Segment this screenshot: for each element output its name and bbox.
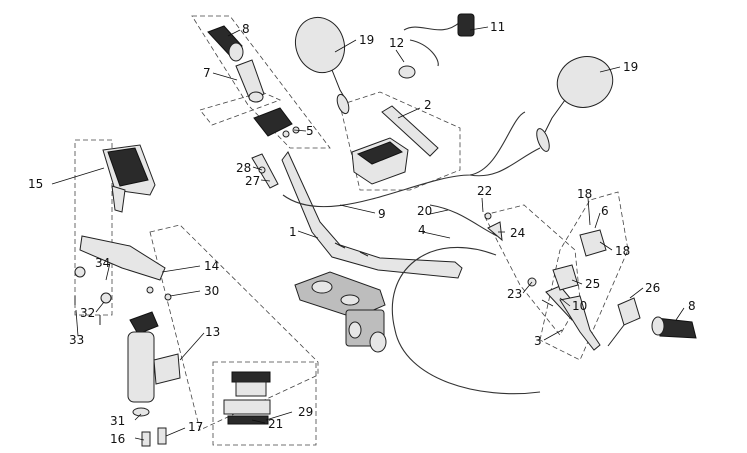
lever-group-outline: [483, 204, 581, 336]
callout-11: 11: [490, 20, 505, 34]
callout-8-right: 8: [688, 299, 696, 313]
callout-22: 22: [477, 184, 492, 198]
callout-5: 5: [306, 124, 314, 138]
handlebar: [281, 151, 463, 279]
callout-labels: 1 2 3 4 5 6 7 8 8 9 10 11 12 13 14 15 16…: [28, 20, 696, 446]
callout-18-bottom: 18: [615, 244, 630, 258]
group-outlines: [74, 15, 629, 446]
callout-28: 28: [236, 161, 251, 175]
callout-30: 30: [204, 284, 219, 298]
callout-3: 3: [534, 334, 542, 348]
callout-7: 7: [203, 66, 211, 80]
callout-31: 31: [110, 414, 125, 428]
callout-25: 25: [585, 277, 600, 291]
callout-12: 12: [389, 36, 404, 50]
callout-23: 23: [507, 287, 522, 301]
right-grip: [651, 316, 697, 339]
top-yoke: [294, 271, 387, 353]
callout-26: 26: [645, 281, 660, 295]
callout-2: 2: [424, 98, 432, 112]
instrument-group-outline: [149, 224, 319, 431]
left-mirror: [294, 16, 350, 115]
callout-13: 13: [205, 325, 220, 339]
right-lever-group-outline: [539, 191, 629, 361]
callout-19-right: 19: [623, 60, 638, 74]
left-grip-assembly: [207, 25, 300, 189]
callout-19-left: 19: [359, 33, 374, 47]
callout-29: 29: [298, 405, 313, 419]
card-holder-assembly: [223, 371, 271, 425]
callout-32: 32: [80, 306, 95, 320]
callout-14: 14: [204, 259, 219, 273]
ignition-lock-assembly: [127, 311, 181, 447]
right-lever-assembly: [484, 212, 641, 351]
callout-24: 24: [510, 226, 525, 240]
left-grip-group-outline: [191, 15, 331, 149]
callout-34: 34: [95, 256, 110, 270]
leader-lines: [51, 26, 685, 441]
instrument-bracket-outline: [74, 139, 113, 316]
card-holder-group-outline: [212, 361, 317, 446]
callout-18-top: 18: [577, 187, 592, 201]
callout-20: 20: [417, 204, 432, 218]
callout-21: 21: [268, 417, 283, 431]
callout-1: 1: [289, 225, 297, 239]
callout-8-left: 8: [242, 22, 250, 36]
callout-6: 6: [601, 204, 609, 218]
callout-4: 4: [418, 223, 426, 237]
switch-housing-group-outline: [339, 91, 461, 191]
callout-27: 27: [245, 174, 260, 188]
callout-17: 17: [188, 420, 203, 434]
switch-housing: [351, 105, 439, 185]
callout-10: 10: [572, 299, 587, 313]
callout-16: 16: [110, 432, 125, 446]
grip-leader-group-outline: [199, 91, 282, 126]
cables: [282, 111, 541, 395]
switch-wiring: [398, 13, 475, 79]
callout-15: 15: [28, 177, 43, 191]
instrument-assembly: [74, 144, 172, 325]
callout-9: 9: [378, 207, 386, 221]
right-mirror: [536, 56, 614, 152]
callout-33: 33: [69, 333, 84, 347]
